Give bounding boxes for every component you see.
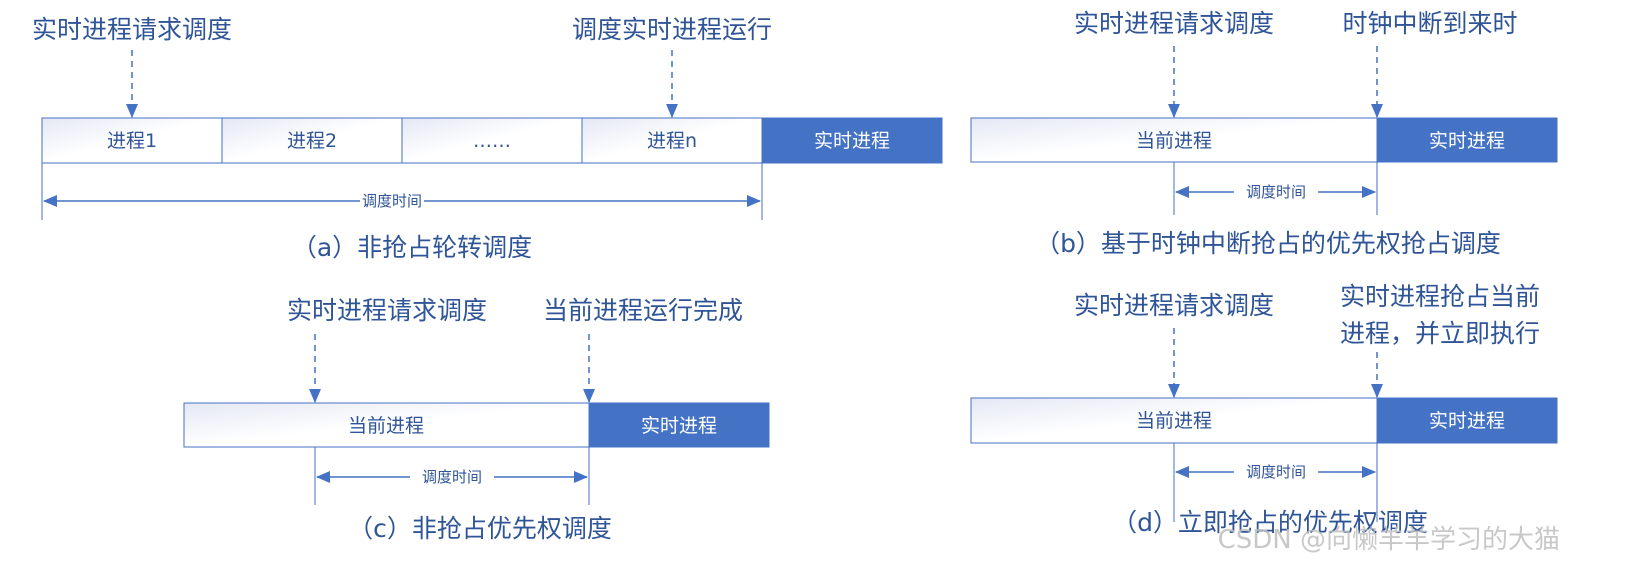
realtime-label: 实时进程 bbox=[1429, 130, 1505, 152]
cell-label: 进程1 bbox=[107, 130, 157, 152]
cell-label: 进程n bbox=[647, 130, 697, 152]
realtime-label: 实时进程 bbox=[641, 415, 717, 437]
dimension-label: 调度时间 bbox=[362, 192, 422, 210]
label-request: 实时进程请求调度 bbox=[287, 296, 487, 325]
realtime-process-cell bbox=[1376, 117, 1558, 163]
label-request: 实时进程请求调度 bbox=[1074, 9, 1274, 38]
process-cell bbox=[581, 117, 763, 164]
label-request: 实时进程请求调度 bbox=[32, 15, 232, 44]
current-label: 当前进程 bbox=[1136, 410, 1212, 432]
process-cell bbox=[221, 117, 403, 164]
realtime-label: 实时进程 bbox=[1429, 410, 1505, 432]
cell-label: 进程2 bbox=[287, 130, 337, 152]
label-run: 调度实时进程运行 bbox=[572, 15, 772, 44]
process-cell bbox=[401, 117, 583, 164]
current-label: 当前进程 bbox=[1136, 130, 1212, 152]
process-cell bbox=[41, 117, 223, 164]
panel-d: 实时进程请求调度 实时进程抢占当前 进程，并立即执行 当前进程 实时进程 调度时… bbox=[970, 282, 1558, 537]
panel-a: 实时进程请求调度 调度实时进程运行 进程1 进程2 …… 进程n 实时进程 调度… bbox=[32, 15, 943, 262]
current-label: 当前进程 bbox=[348, 415, 424, 437]
panel-b: 实时进程请求调度 时钟中断到来时 当前进程 实时进程 调度时间 （b）基于时钟中… bbox=[970, 9, 1558, 258]
label-preempt-line1: 实时进程抢占当前 bbox=[1340, 282, 1540, 311]
current-process-cell bbox=[970, 117, 1378, 163]
caption: （d）立即抢占的优先权调度 bbox=[1112, 508, 1428, 537]
caption: （c）非抢占优先权调度 bbox=[348, 514, 612, 543]
caption: （a）非抢占轮转调度 bbox=[292, 233, 532, 262]
watermark: CSDN @向懒羊羊学习的大猫 bbox=[1218, 525, 1560, 555]
cell-label: …… bbox=[473, 130, 511, 152]
realtime-process-cell bbox=[588, 402, 770, 448]
label-preempt-line2: 进程，并立即执行 bbox=[1340, 319, 1540, 348]
dimension-label: 调度时间 bbox=[422, 468, 482, 486]
label-interrupt: 时钟中断到来时 bbox=[1342, 9, 1517, 38]
label-request: 实时进程请求调度 bbox=[1074, 291, 1274, 320]
realtime-process-cell bbox=[1376, 397, 1558, 444]
realtime-process-cell bbox=[761, 117, 943, 164]
realtime-label: 实时进程 bbox=[814, 130, 890, 152]
dimension-label: 调度时间 bbox=[1246, 463, 1306, 481]
caption: （b）基于时钟中断抢占的优先权抢占调度 bbox=[1035, 229, 1501, 258]
panel-c: 实时进程请求调度 当前进程运行完成 当前进程 实时进程 调度时间 （c）非抢占优… bbox=[183, 296, 770, 543]
dimension-label: 调度时间 bbox=[1246, 183, 1306, 201]
label-complete: 当前进程运行完成 bbox=[543, 296, 743, 325]
current-process-cell bbox=[183, 402, 590, 448]
